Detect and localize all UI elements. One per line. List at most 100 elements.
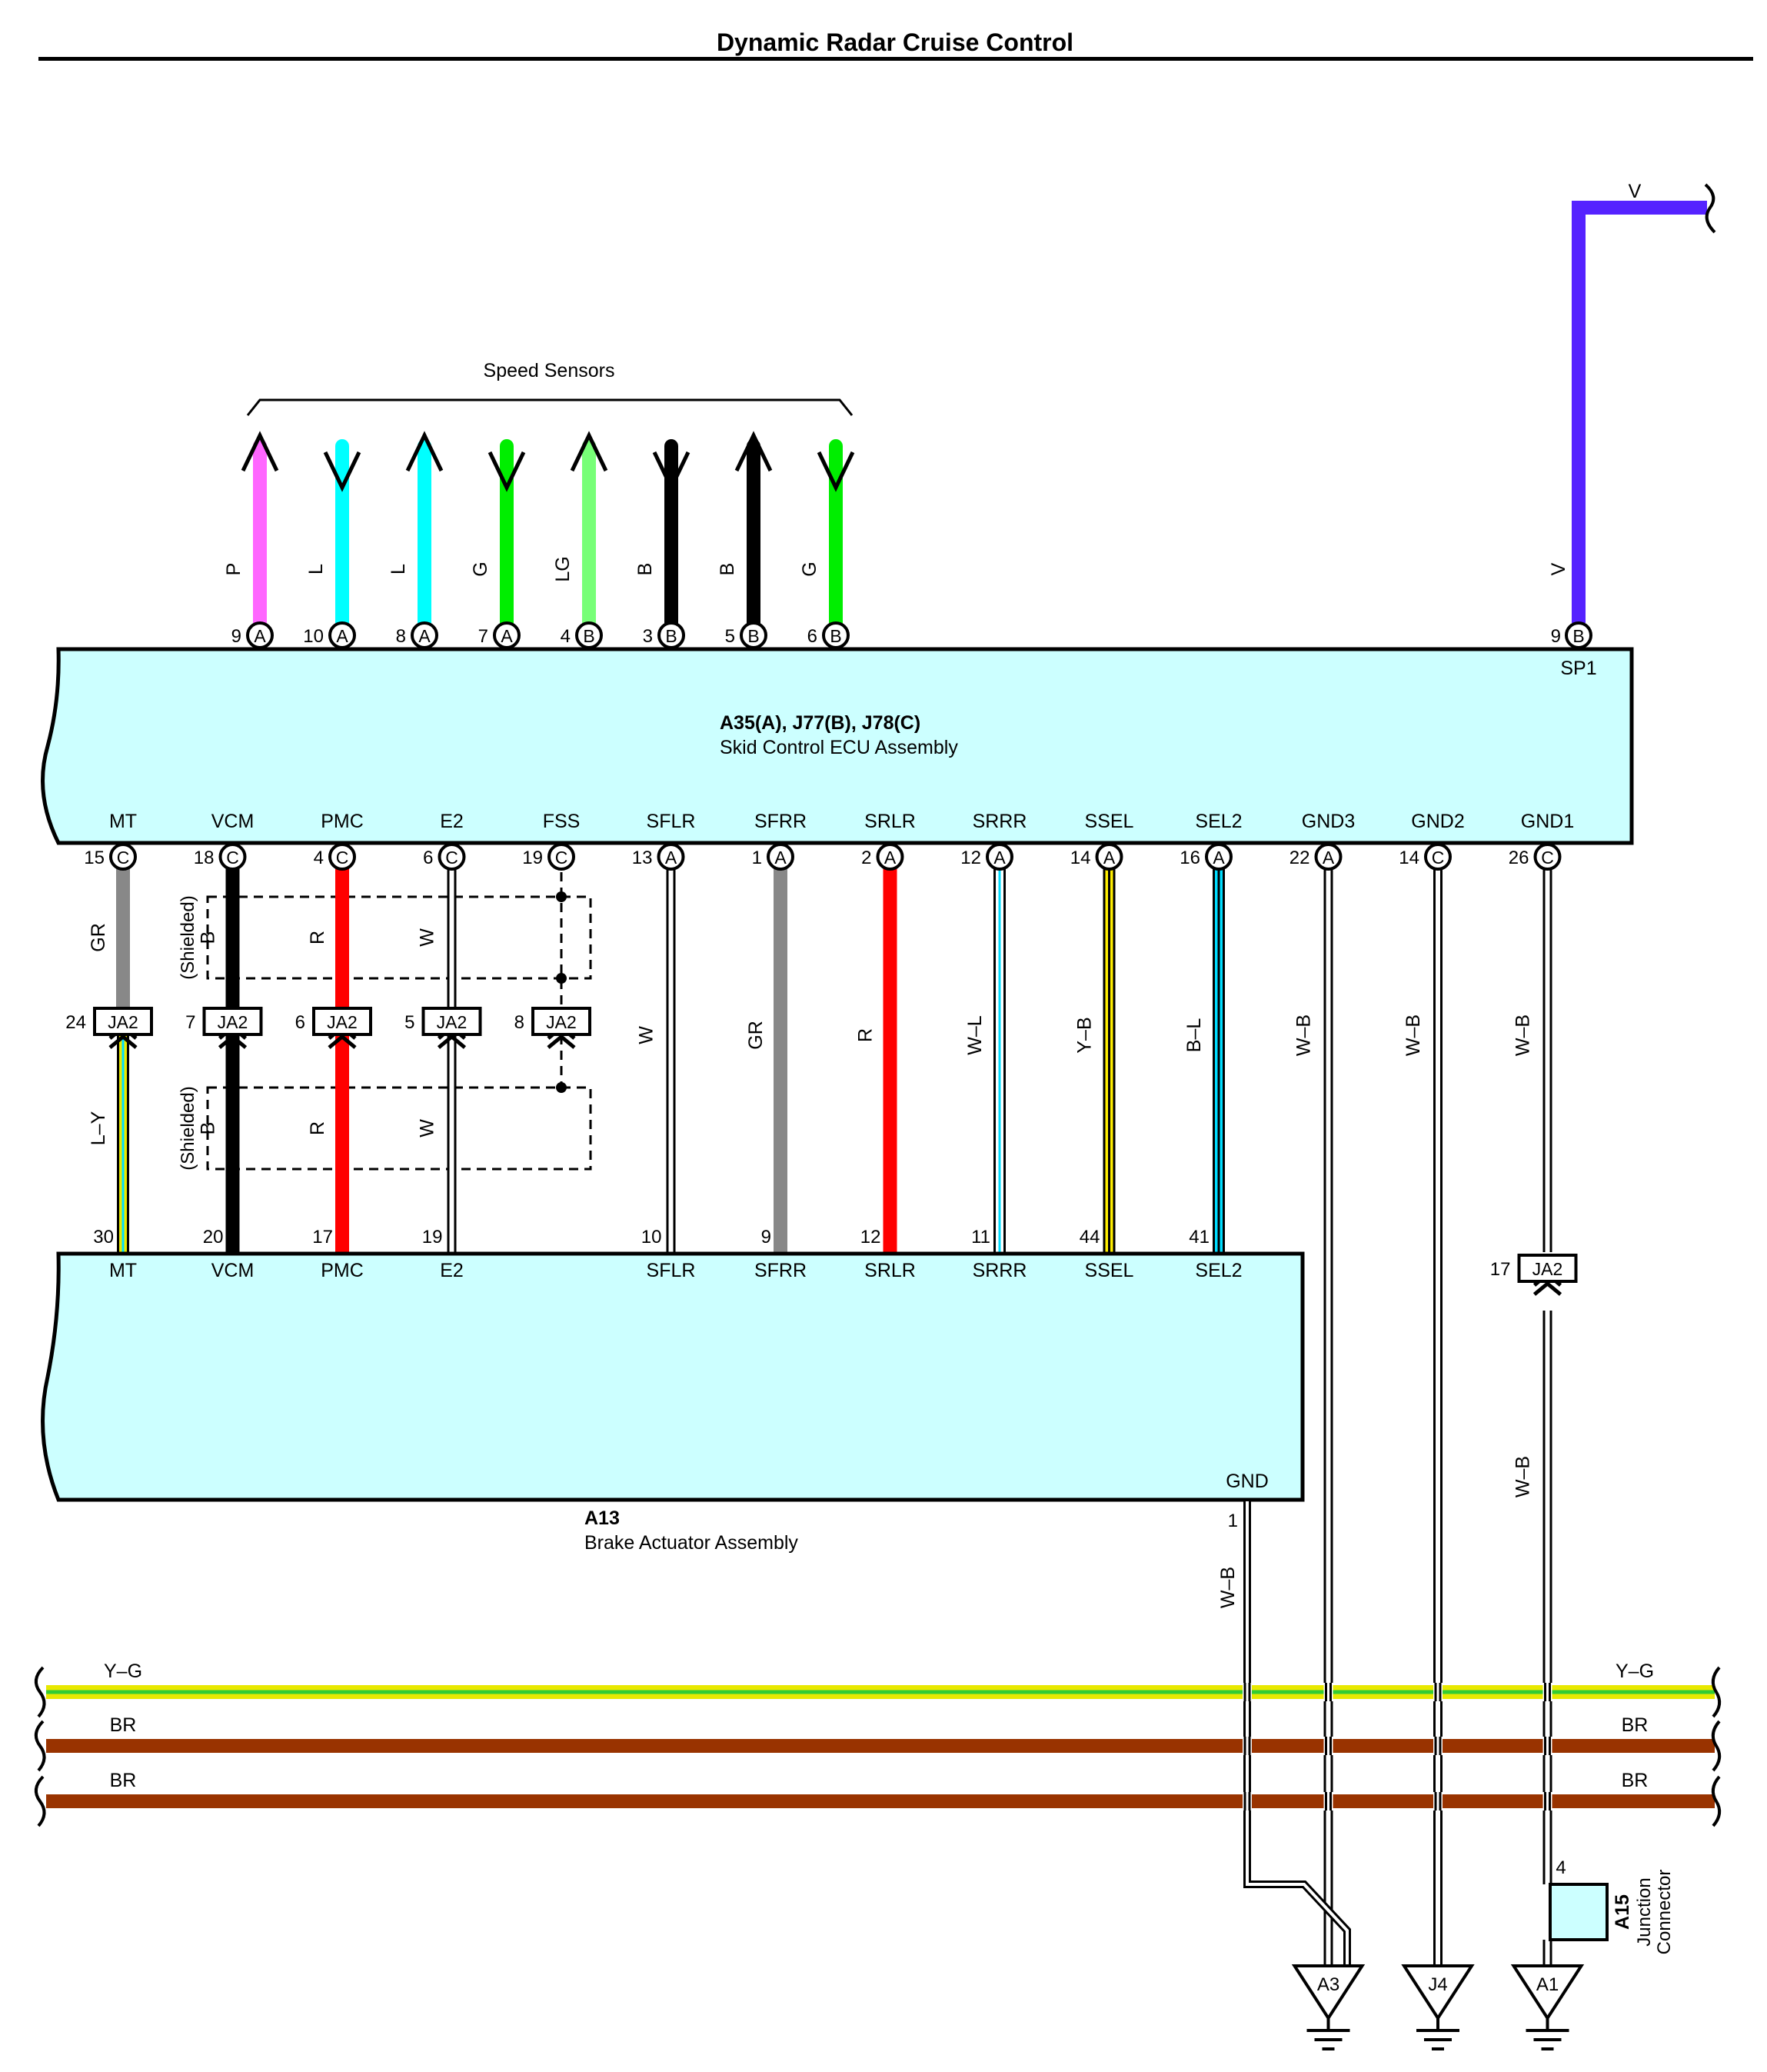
pin-1-ja2-label: JA2 [108, 1012, 138, 1032]
sp1-wire [1572, 201, 1707, 623]
mid-color-6: B–L [1183, 1018, 1205, 1053]
actuator-pmc-pin-number: 17 [312, 1227, 333, 1248]
pin-2-ja2-pin: 7 [185, 1012, 195, 1033]
ecu-srlr-terminal: SRLR [864, 811, 916, 832]
lower-shield-box [206, 1086, 592, 1171]
sensor-2-color-code: L [305, 564, 327, 575]
sensor-5-color-code: LG [552, 556, 574, 581]
actuator-gnd-wire: W–B [1217, 1501, 1351, 1966]
ecu-sflr-pin-conn: A [665, 848, 677, 868]
ecu-ssel-pin-number: 14 [1070, 848, 1091, 868]
ecu-mt-terminal: MT [109, 811, 137, 832]
bus-wire-2-label-right: BR [1622, 1714, 1649, 1736]
ecu-gnd3-terminal: GND3 [1302, 811, 1355, 832]
ecu-gnd1-pin-conn: C [1541, 848, 1554, 868]
sensor-6-pin-number: 3 [643, 626, 653, 647]
ja2-1-chevron-1 [108, 1034, 138, 1049]
ecu-pmc-pin-circle [328, 843, 356, 871]
bus-wire-1-break-right [1711, 1666, 1722, 1718]
actuator-srrr-pin-number: 11 [971, 1227, 990, 1248]
ecu-name: Skid Control ECU Assembly [720, 737, 958, 758]
mid-color-1: W [636, 1026, 657, 1044]
sensor-2-pin-conn: A [336, 626, 348, 646]
ecu-gnd1-terminal: GND1 [1521, 811, 1574, 832]
speed-sensors-bracket [246, 398, 854, 416]
mid-color-5: Y–B [1074, 1017, 1096, 1053]
ecu-gnd2-pin-conn: C [1432, 848, 1445, 868]
shield-boxes: (Shielded) (Shielded) [178, 895, 592, 1171]
sensor-5-pin-conn: B [583, 626, 594, 646]
ecu-mt-pin-number: 15 [84, 848, 105, 868]
sp1-wire-break [1704, 183, 1716, 234]
ecu-srrr-pin-conn: A [993, 848, 1006, 868]
actuator-pins: 30MT20VCM17PMC19E210SFLR9SFRR12SRLR11SRR… [93, 1227, 1242, 1281]
actuator-gnd-label: GND [1226, 1471, 1269, 1492]
ecu-ssel-terminal: SSEL [1085, 811, 1134, 832]
actuator-srrr-terminal: SRRR [973, 1260, 1027, 1281]
mid-color-4: W–L [964, 1015, 986, 1055]
sensor-3-color-code: L [388, 564, 409, 575]
pin-5-ja2-box [531, 1007, 591, 1036]
bus-wire-1-label-right: Y–G [1616, 1661, 1654, 1682]
sensor-3-pin-conn: A [418, 626, 431, 646]
pin-3-ja2-label: JA2 [327, 1012, 358, 1032]
mid-color-3: R [855, 1028, 877, 1042]
sp1-wire-color-side: V [1548, 562, 1569, 575]
actuator-gnd-wire-color: W–B [1217, 1567, 1239, 1608]
upper-color-2: B [198, 931, 219, 944]
a15-name-line1: Junction [1634, 1877, 1655, 1946]
ecu-sfrr-pin-conn: A [774, 848, 787, 868]
a15-id: A15 [1612, 1894, 1633, 1930]
ecu-vcm-pin-number: 18 [194, 848, 215, 868]
a15-pin: 4 [1556, 1857, 1566, 1878]
ecu-e2-pin-conn: C [445, 848, 458, 868]
actuator-pmc-terminal: PMC [321, 1260, 364, 1281]
skid-control-ecu-box [41, 647, 1634, 845]
bus-wire-2-break-left [34, 1720, 46, 1772]
pin-3-ja2-box [312, 1007, 372, 1036]
ecu-e2-pin-circle [438, 843, 466, 871]
sensor-1-color-code: P [223, 563, 245, 576]
bus-wire-2-break-right [1711, 1720, 1722, 1772]
sensor-7-pin-conn: B [747, 626, 759, 646]
sensor-1-pin-number: 9 [231, 626, 241, 647]
sensor-4-color-code: G [470, 561, 491, 576]
sensor-8-arrow-down [817, 451, 855, 492]
mid-color-9: W–B [1512, 1014, 1534, 1056]
speed-sensor-wires: PA9FL+LA10FL–LA8FR+GA7FR–LGB4RL+BB3RL–BB… [223, 431, 855, 679]
shield-node-1 [556, 973, 567, 984]
pin-1-ja2-pin: 24 [65, 1012, 86, 1033]
pin-4-ja2-label: JA2 [437, 1012, 468, 1032]
sp1-pin-number: 9 [1551, 626, 1561, 647]
ecu-srlr-pin-circle [876, 843, 904, 871]
ecu-sfrr-terminal: SFRR [754, 811, 807, 832]
gnd1-ja2-pin: 17 [1490, 1259, 1511, 1280]
pin-5-ja2-pin: 8 [514, 1012, 524, 1033]
ecu-sflr-pin-circle [657, 843, 685, 871]
ecu-fss-pin-circle [547, 843, 575, 871]
sensor-8-pin-number: 6 [807, 626, 817, 647]
bus-wire-3-break-right [1711, 1775, 1722, 1827]
sensor-5-arrow-up [570, 431, 608, 472]
ja2-4-chevron-1 [437, 1034, 467, 1049]
ecu-gnd3-pin-circle [1314, 843, 1343, 871]
pin-3-ja2-pin: 6 [295, 1012, 305, 1033]
sensor-3-pin-number: 8 [396, 626, 406, 647]
ground-a1-triangle [1510, 1964, 1585, 2021]
sensor-6-arrow-down [652, 451, 690, 492]
lower-color-3: R [307, 1121, 328, 1135]
sensor-5-pin-number: 4 [561, 626, 571, 647]
actuator-e2-pin-number: 19 [422, 1227, 443, 1248]
ecu-e2-terminal: E2 [440, 811, 464, 832]
actuator-vcm-pin-number: 20 [203, 1227, 224, 1248]
ecu-gnd2-terminal: GND2 [1411, 811, 1464, 832]
lower-color-1: L–Y [88, 1111, 109, 1145]
ja2-3-chevron-1 [328, 1034, 357, 1049]
actuator-sel2-terminal: SEL2 [1195, 1260, 1242, 1281]
sensor-8-color-code: G [799, 561, 820, 576]
gnd1-lower-color: W–B [1512, 1456, 1534, 1497]
ecu-vcm-pin-circle [218, 843, 247, 871]
ground-j4-label: J4 [1428, 1974, 1447, 1995]
